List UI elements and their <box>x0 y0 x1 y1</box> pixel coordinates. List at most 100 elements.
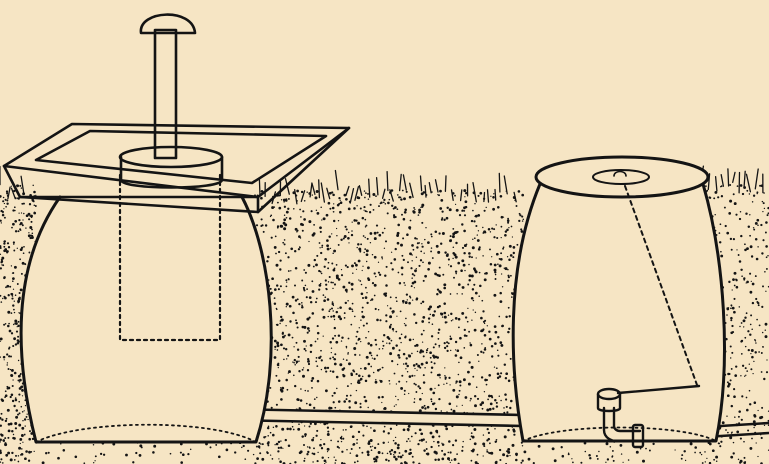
soil-dot <box>762 346 764 348</box>
soil-dot <box>24 418 26 420</box>
soil-dot <box>292 337 294 339</box>
soil-dot <box>496 439 498 441</box>
soil-dot <box>729 184 731 186</box>
soil-dot <box>313 407 315 409</box>
soil-dot <box>474 395 476 397</box>
soil-dot <box>306 191 307 192</box>
soil-dot <box>285 379 288 382</box>
soil-dot <box>384 274 386 276</box>
soil-dot <box>399 349 401 351</box>
soil-dot <box>3 242 5 244</box>
soil-dot <box>3 246 5 248</box>
soil-dot <box>454 458 457 461</box>
soil-dot <box>332 288 333 289</box>
soil-dot <box>740 211 742 213</box>
soil-dot <box>438 398 440 400</box>
soil-dot <box>12 295 13 296</box>
soil-dot <box>421 320 424 323</box>
soil-dot <box>429 351 432 354</box>
soil-dot <box>361 293 364 296</box>
soil-dot <box>333 250 336 253</box>
soil-dot <box>736 249 737 250</box>
soil-dot <box>465 396 468 399</box>
soil-dot <box>63 449 66 452</box>
soil-dot <box>263 436 265 438</box>
soil-dot <box>389 326 391 328</box>
soil-dot <box>338 244 340 246</box>
soil-dot <box>486 384 488 386</box>
soil-dot <box>474 237 476 239</box>
soil-dot <box>356 343 358 345</box>
soil-dot <box>469 256 471 258</box>
soil-dot <box>409 295 411 297</box>
soil-dot <box>343 400 346 403</box>
soil-dot <box>446 207 448 209</box>
soil-dot <box>297 326 299 328</box>
soil-dot <box>320 206 322 208</box>
soil-dot <box>342 374 344 376</box>
soil-dot <box>437 194 438 195</box>
soil-dot <box>316 430 318 432</box>
soil-dot <box>411 285 413 287</box>
soil-dot <box>301 191 303 193</box>
soil-dot <box>523 219 524 220</box>
soil-dot <box>311 387 313 389</box>
soil-dot <box>727 381 729 383</box>
soil-dot <box>386 266 388 268</box>
soil-dot <box>354 354 356 356</box>
soil-dot <box>363 206 365 208</box>
soil-dot <box>414 237 416 239</box>
soil-dot <box>490 403 493 406</box>
soil-dot <box>12 400 14 402</box>
soil-dot <box>511 296 513 298</box>
soil-dot <box>367 342 370 345</box>
soil-dot <box>303 460 305 462</box>
soil-dot <box>297 428 300 431</box>
soil-dot <box>346 347 347 348</box>
soil-dot <box>330 370 332 372</box>
soil-dot <box>719 445 721 447</box>
soil-dot <box>488 438 490 440</box>
soil-dot <box>751 255 753 257</box>
soil-dot <box>11 312 13 314</box>
soil-dot <box>8 368 10 370</box>
soil-dot <box>268 425 270 427</box>
soil-dot <box>403 363 405 365</box>
soil-dot <box>274 297 276 299</box>
soil-dot <box>341 274 343 276</box>
soil-dot <box>552 447 555 450</box>
soil-dot <box>339 306 342 309</box>
soil-dot <box>18 321 20 323</box>
soil-dot <box>0 247 2 249</box>
soil-dot <box>19 224 21 226</box>
soil-dot <box>341 336 343 338</box>
soil-dot <box>357 247 358 248</box>
soil-dot <box>764 208 765 209</box>
soil-dot <box>496 367 498 369</box>
soil-dot <box>305 272 307 274</box>
soil-dot <box>757 302 759 304</box>
soil-dot <box>21 273 23 275</box>
soil-dot <box>431 247 432 248</box>
soil-dot <box>401 333 403 335</box>
soil-dot <box>455 341 457 343</box>
soil-dot <box>282 242 284 244</box>
soil-dot <box>496 237 498 239</box>
soil-dot <box>334 363 337 366</box>
soil-dot <box>499 292 502 295</box>
soil-dot <box>484 210 486 212</box>
soil-dot <box>362 270 363 271</box>
soil-dot <box>22 442 23 443</box>
soil-dot <box>443 384 444 385</box>
soil-dot <box>292 296 295 299</box>
soil-dot <box>11 394 14 397</box>
soil-dot <box>409 252 412 255</box>
soil-dot <box>450 451 452 453</box>
soil-dot <box>12 223 15 226</box>
soil-dot <box>765 245 768 248</box>
soil-dot <box>475 292 478 295</box>
soil-dot <box>303 340 306 343</box>
soil-dot <box>12 345 14 347</box>
soil-dot <box>435 408 437 410</box>
soil-dot <box>432 392 433 393</box>
